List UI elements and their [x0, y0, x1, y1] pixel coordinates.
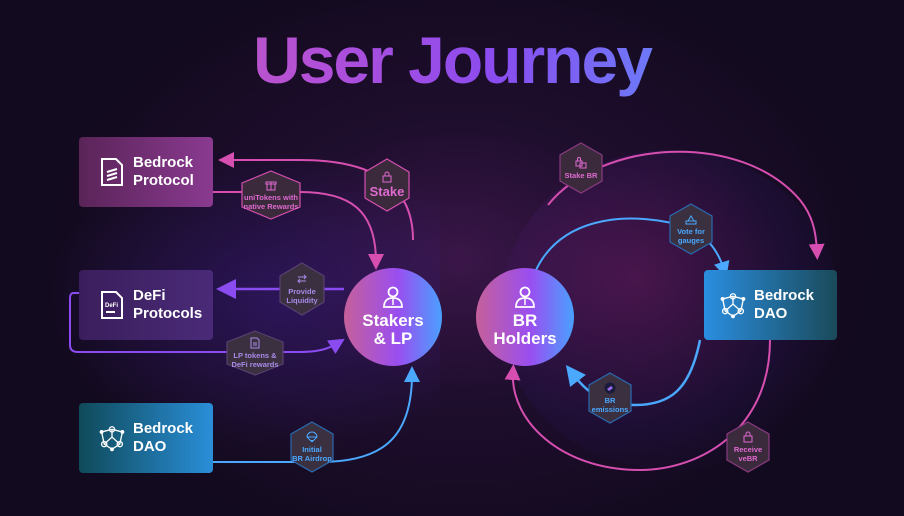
arrow-emissions	[565, 339, 702, 407]
bedrock-dao-box-right: Bedrock DAO	[704, 270, 837, 340]
step-label-line2: emissions	[591, 405, 629, 414]
step-label-line1: BR	[604, 396, 616, 405]
network-nodes-icon	[99, 426, 125, 452]
document-icon	[250, 337, 260, 349]
svg-text:DeFi: DeFi	[105, 303, 118, 309]
node-label-line2: Holders	[493, 329, 557, 348]
br-holders-node: BR Holders	[476, 268, 574, 366]
step-label-line1: Receive	[733, 445, 763, 454]
box-label-line1: Bedrock	[133, 420, 194, 437]
box-label-line2: DAO	[133, 438, 167, 455]
step-label-line1: LP tokens &	[233, 351, 277, 360]
step-label-line2: Liquidity	[286, 296, 318, 305]
step-label-line2: DeFi rewards	[231, 360, 279, 369]
node-label-line1: BR	[512, 311, 538, 330]
step-provide-liquidity: Provide Liquidity	[278, 262, 326, 316]
step-label-line1: Vote for	[677, 227, 705, 236]
step-label-line1: Provide	[288, 287, 316, 296]
step-stake-br: Stake BR	[558, 142, 604, 194]
document-layers-icon	[101, 158, 123, 186]
defi-protocols-box: DeFi DeFi Protocols	[79, 270, 213, 340]
parachute-icon	[306, 431, 318, 442]
user-icon	[383, 286, 403, 308]
locks-icon	[575, 156, 587, 168]
step-airdrop: Initial BR Airdrop	[289, 421, 335, 473]
lock-icon	[743, 431, 753, 443]
step-label: Stake BR	[564, 170, 598, 180]
step-unitokens: uniTokens with native Rewards	[240, 170, 302, 220]
stakers-lp-node: Stakers & LP	[344, 268, 442, 366]
arrow-vote	[535, 217, 730, 278]
step-label: Stake	[369, 184, 405, 199]
page-title: User Journey	[0, 22, 904, 98]
ballot-box-icon	[685, 215, 697, 225]
swap-arrows-icon	[297, 274, 307, 284]
arrow-lp-tokens	[69, 292, 345, 355]
step-lp-tokens: LP tokens & DeFi rewards	[225, 330, 285, 376]
bedrock-dao-box-left: Bedrock DAO	[79, 403, 213, 473]
lock-icon	[382, 171, 392, 183]
step-label-line2: gauges	[677, 236, 705, 245]
box-label-line1: Bedrock	[133, 154, 194, 171]
step-receive-vebr: Receive veBR	[725, 421, 771, 473]
step-vote: Vote for gauges	[668, 203, 714, 255]
box-label-line2: Protocol	[133, 172, 194, 189]
gift-icon	[265, 181, 277, 191]
network-nodes-icon	[720, 293, 746, 319]
step-label-line2: veBR	[738, 454, 758, 463]
step-label-line1: Initial	[302, 445, 322, 454]
arrow-unitokens	[213, 191, 384, 270]
step-label-line1: uniTokens with	[243, 193, 299, 202]
node-label-line1: Stakers	[362, 311, 424, 330]
bedrock-protocol-box: Bedrock Protocol	[79, 137, 213, 207]
node-label-line2: & LP	[373, 329, 413, 348]
step-label-line2: native Rewards	[243, 202, 299, 211]
box-label-line1: DeFi	[133, 287, 166, 304]
box-label-line1: Bedrock	[754, 287, 815, 304]
step-stake: Stake	[363, 158, 411, 212]
box-label-line2: DAO	[754, 305, 788, 322]
defi-document-icon: DeFi	[101, 291, 123, 319]
box-label-line2: Protocols	[133, 305, 203, 322]
user-icon	[515, 286, 535, 308]
step-emissions: BR emissions	[587, 372, 633, 424]
token-stack-icon	[604, 382, 616, 394]
step-label-line2: BR Airdrop	[292, 454, 332, 463]
arrow-receive-vebr	[504, 339, 771, 472]
